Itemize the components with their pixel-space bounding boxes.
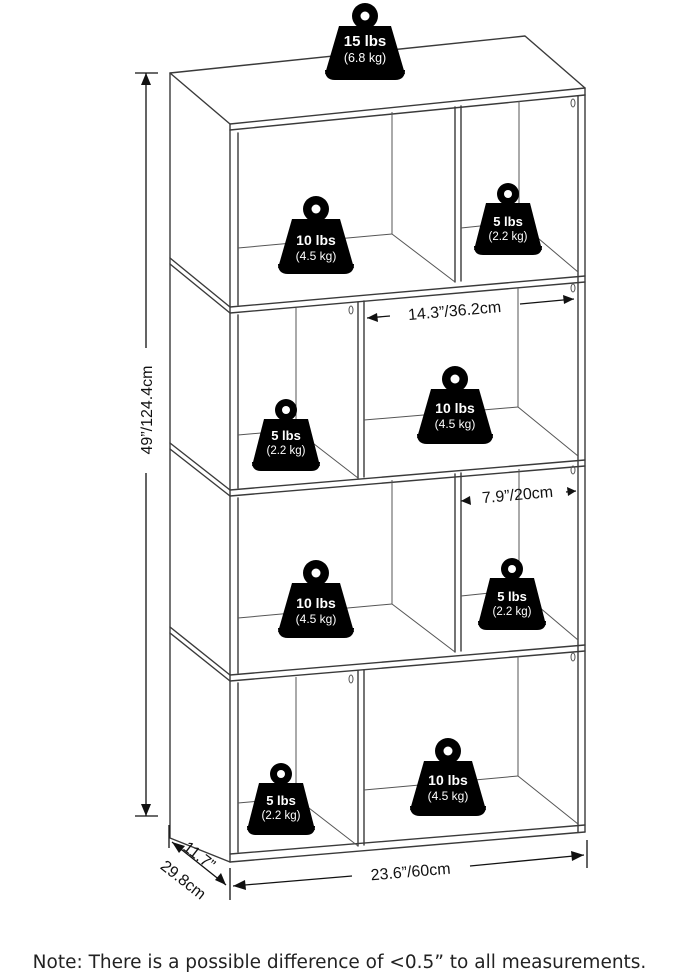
weight-lbs: 10 lbs [296, 232, 336, 248]
width-label: 23.6”/60cm [370, 861, 451, 885]
small-cube-width-dimension: 7.9”/20cm [460, 484, 577, 507]
left-side-panel [169, 72, 231, 863]
small-cube-width-label: 7.9”/20cm [481, 484, 553, 507]
weight-badge-row2-left: 5 lbs (2.2 kg) [252, 399, 320, 471]
depth-inches-label: 11.7” [180, 839, 218, 874]
weight-lbs: 5 lbs [493, 214, 523, 229]
weight-lbs: 10 lbs [296, 595, 336, 611]
weight-lbs: 10 lbs [435, 400, 475, 416]
large-cube-width-dimension: 14.3”/36.2cm [366, 295, 575, 324]
weight-kg: (4.5 kg) [296, 249, 337, 263]
weight-kg: (6.8 kg) [344, 51, 386, 65]
weight-badge-row1-left: 10 lbs (4.5 kg) [278, 196, 354, 274]
weight-kg: (4.5 kg) [428, 789, 469, 803]
height-dimension: 49”/124.4cm [135, 72, 158, 817]
weight-kg: (2.2 kg) [493, 606, 532, 618]
weight-kg: (2.2 kg) [267, 445, 306, 457]
bookshelf-outline [169, 35, 586, 863]
weight-lbs: 10 lbs [428, 772, 468, 788]
height-label: 49”/124.4cm [139, 366, 156, 455]
width-dimension: 23.6”/60cm [229, 840, 588, 900]
weight-badge-row4-right: 10 lbs (4.5 kg) [410, 738, 486, 816]
weight-lbs: 5 lbs [497, 589, 527, 604]
measurement-note: Note: There is a possible difference of … [32, 952, 647, 973]
weight-kg: (4.5 kg) [435, 417, 476, 431]
weight-badge-row4-left: 5 lbs (2.2 kg) [247, 763, 315, 835]
weight-badge-row3-right: 5 lbs (2.2 kg) [478, 558, 546, 630]
depth-dimension: 11.7” 29.8cm [157, 825, 227, 903]
weight-lbs: 5 lbs [271, 428, 301, 443]
weight-badge-row2-right: 10 lbs (4.5 kg) [417, 366, 493, 444]
weight-badge-row1-right: 5 lbs (2.2 kg) [474, 183, 542, 255]
weight-kg: (2.2 kg) [489, 231, 528, 243]
weight-lbs: 15 lbs [344, 33, 387, 50]
weight-kg: (4.5 kg) [296, 612, 337, 626]
weight-badge-row3-left: 10 lbs (4.5 kg) [278, 560, 354, 638]
large-cube-width-label: 14.3”/36.2cm [407, 299, 502, 324]
weight-lbs: 5 lbs [266, 793, 296, 808]
weight-badge-top: 15 lbs (6.8 kg) [325, 3, 405, 80]
weight-kg: (2.2 kg) [262, 810, 301, 822]
